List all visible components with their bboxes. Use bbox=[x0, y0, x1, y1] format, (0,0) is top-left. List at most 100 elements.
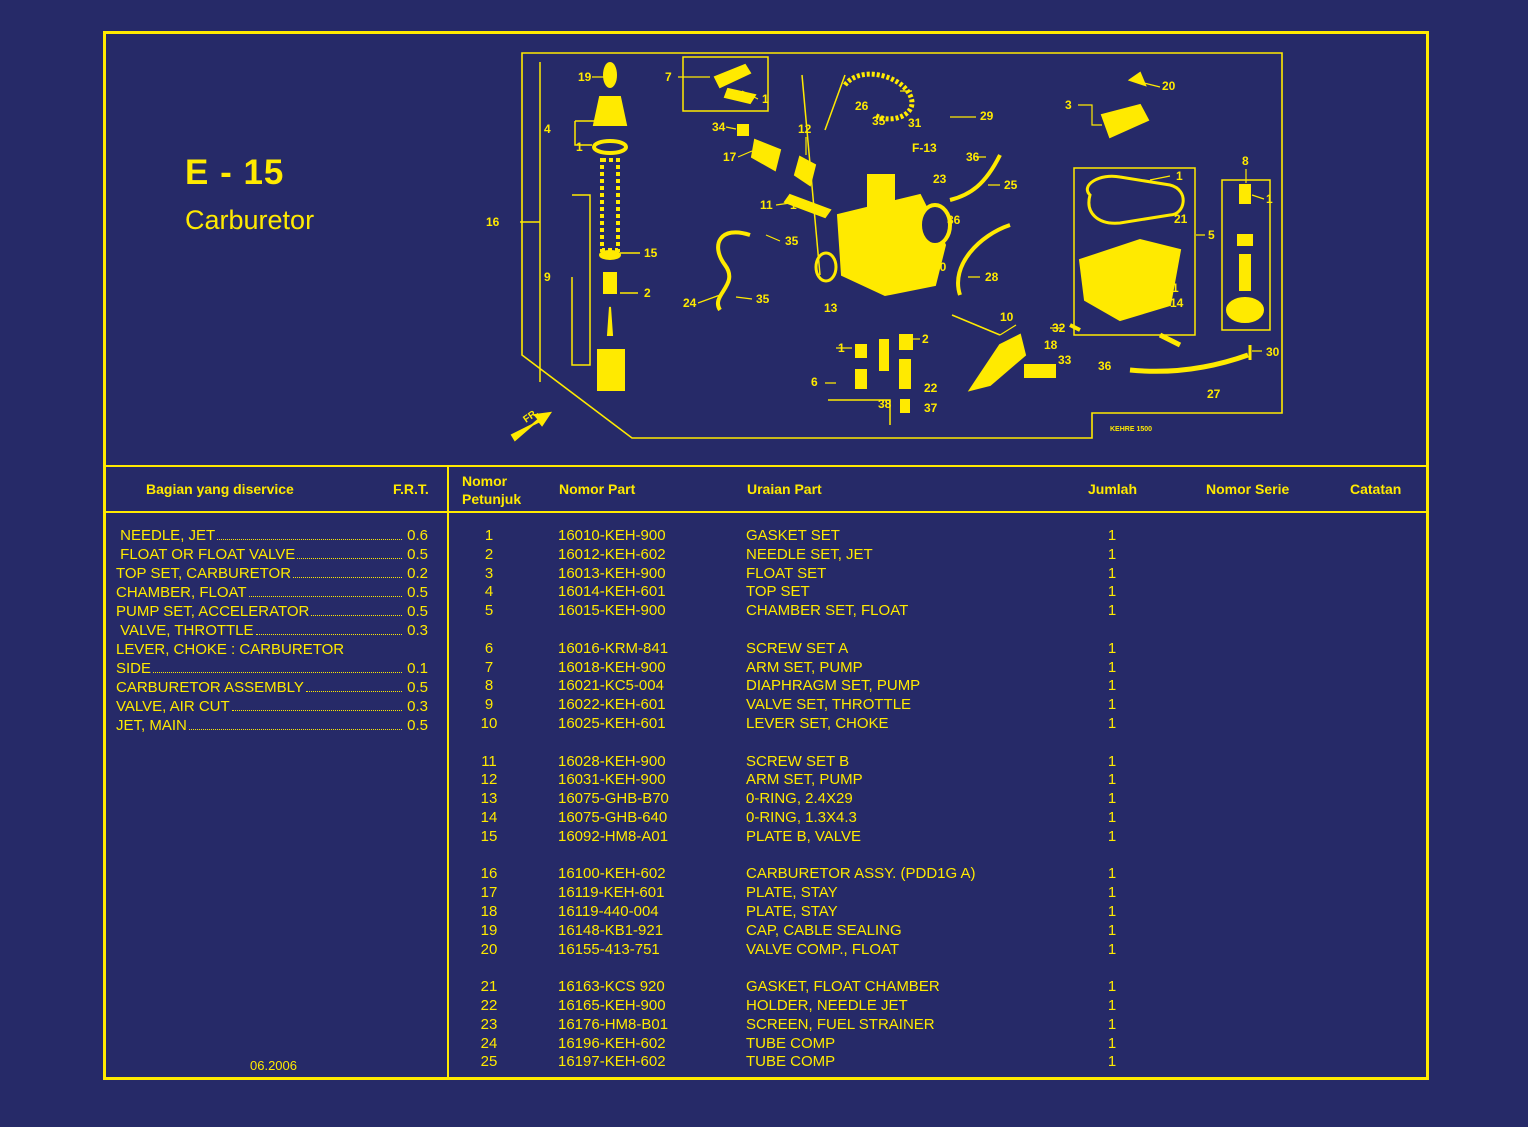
part-quantity: 1 bbox=[1107, 639, 1117, 657]
part-ref-number: 21 bbox=[480, 978, 498, 996]
diagram-label: 22 bbox=[924, 381, 938, 395]
part-description: GASKET SET bbox=[746, 527, 840, 544]
part-ref-number: 16 bbox=[480, 865, 498, 883]
diagram-label: 10 bbox=[1000, 310, 1014, 324]
diagram-label: 30 bbox=[933, 260, 947, 274]
part-ref-number: 11 bbox=[481, 752, 497, 770]
part-description: VALVE COMP., FLOAT bbox=[746, 940, 900, 958]
part-description: PLATE, STAY bbox=[746, 903, 838, 920]
part-quantity: 1 bbox=[1107, 903, 1117, 920]
part-quantity: 1 bbox=[1107, 884, 1117, 902]
part-number: 16165-KEH-900 bbox=[558, 997, 666, 1014]
part-quantity: 1 bbox=[1107, 583, 1117, 601]
diagram-label: 26 bbox=[855, 99, 869, 113]
part-ref-number: 15 bbox=[480, 827, 498, 845]
part-ref-number: 13 bbox=[480, 790, 498, 808]
part-ref-number: 17 bbox=[480, 884, 498, 902]
part-ref-number: 7 bbox=[484, 658, 494, 676]
service-item-name: FLOAT OR FLOAT VALVE bbox=[116, 546, 296, 563]
part-number: 16012-KEH-602 bbox=[558, 545, 666, 563]
diagram-label: 34 bbox=[712, 120, 726, 134]
part-description: SCREW SET B bbox=[746, 752, 850, 770]
part-quantity: 1 bbox=[1107, 1015, 1117, 1033]
diagram-label: 16 bbox=[486, 215, 500, 229]
diagram-label: 21 bbox=[1174, 212, 1188, 226]
part-ref-number: 5 bbox=[484, 602, 494, 620]
diagram-label: 11 bbox=[760, 198, 773, 212]
diagram-label: 23 bbox=[933, 172, 947, 186]
part-number: 16197-KEH-602 bbox=[558, 1053, 666, 1071]
service-item-frt: 0.3 bbox=[407, 698, 428, 715]
part-quantity: 1 bbox=[1107, 1034, 1117, 1052]
part-number: 16022-KEH-601 bbox=[558, 696, 666, 714]
part-quantity: 1 bbox=[1107, 1053, 1117, 1071]
part-number: 16155-413-751 bbox=[558, 940, 660, 958]
part-quantity: 1 bbox=[1107, 997, 1117, 1014]
part-number: 16196-KEH-602 bbox=[558, 1034, 666, 1052]
diagram-label: 28 bbox=[985, 270, 999, 284]
part-number: 16119-440-004 bbox=[558, 903, 659, 920]
part-quantity: 1 bbox=[1107, 715, 1117, 732]
part-ref-number: 9 bbox=[484, 696, 494, 714]
service-item-name: CARBURETOR ASSEMBLY bbox=[116, 679, 304, 696]
diagram-label: 2 bbox=[644, 286, 651, 300]
service-item-frt: 0.5 bbox=[407, 603, 428, 620]
diagram-label: 18 bbox=[1044, 338, 1058, 352]
part-description: CARBURETOR ASSY. (PDD1G A) bbox=[746, 865, 976, 883]
service-item-name: NEEDLE, JET bbox=[116, 527, 216, 544]
part-ref-number: 12 bbox=[480, 771, 498, 789]
part-ref-number: 19 bbox=[480, 921, 498, 939]
page-code: E - 15 bbox=[185, 153, 285, 192]
part-quantity: 1 bbox=[1107, 658, 1117, 676]
catalog-frame bbox=[103, 31, 1429, 1080]
part-ref-number: 6 bbox=[484, 639, 494, 657]
diagram-label: 17 bbox=[723, 150, 737, 164]
part-ref-number: 8 bbox=[484, 677, 494, 695]
part-ref-number: 18 bbox=[480, 903, 498, 920]
part-quantity: 1 bbox=[1107, 696, 1117, 714]
part-number: 16119-KEH-601 bbox=[558, 884, 665, 902]
carburetor-exploded-diagram: 19 7 1 4 1 16 9 15 2 34 17 12 11 1 35 24… bbox=[486, 52, 1283, 442]
part-ref-number: 23 bbox=[480, 1015, 498, 1033]
part-number: 16021-KC5-004 bbox=[558, 677, 664, 695]
diagram-label: 1 bbox=[576, 140, 583, 154]
part-description: HOLDER, NEEDLE JET bbox=[746, 997, 908, 1014]
service-item-frt: 0.1 bbox=[407, 660, 428, 677]
header-notes: Catatan bbox=[1350, 481, 1402, 497]
divider bbox=[103, 465, 1429, 467]
part-description: PLATE B, VALVE bbox=[746, 827, 862, 845]
part-quantity: 1 bbox=[1107, 921, 1117, 939]
diagram-label: 15 bbox=[644, 246, 658, 260]
header-service-section: Bagian yang diservice bbox=[146, 481, 294, 497]
diagram-label: 13 bbox=[824, 301, 838, 315]
service-item-name: TOP SET, CARBURETOR bbox=[116, 565, 292, 582]
page-title: Carburetor bbox=[185, 205, 315, 235]
service-item-frt: 0.6 bbox=[407, 527, 428, 544]
part-ref-number: 2 bbox=[484, 545, 494, 563]
service-item-frt: 0.5 bbox=[407, 679, 428, 696]
part-quantity: 1 bbox=[1107, 827, 1117, 845]
diagram-label: 37 bbox=[924, 401, 938, 415]
service-item-name: VALVE, THROTTLE bbox=[116, 622, 254, 639]
diagram-label: 24 bbox=[683, 296, 697, 310]
header-qty: Jumlah bbox=[1088, 481, 1138, 497]
part-description: TUBE COMP bbox=[746, 1034, 836, 1052]
part-description: GASKET, FLOAT CHAMBER bbox=[746, 978, 940, 996]
diagram-label: 1 bbox=[1172, 281, 1179, 295]
diagram-label: 35 bbox=[872, 114, 886, 128]
service-item-name: CHAMBER, FLOAT bbox=[116, 584, 247, 601]
diagram-label: 25 bbox=[1004, 178, 1018, 192]
part-quantity: 1 bbox=[1107, 752, 1117, 770]
part-number: 16016-KRM-841 bbox=[558, 639, 669, 657]
part-quantity: 1 bbox=[1107, 677, 1117, 695]
part-quantity: 1 bbox=[1107, 809, 1117, 826]
diagram-label: 8 bbox=[1242, 154, 1249, 168]
divider bbox=[447, 465, 449, 1080]
part-ref-number: 3 bbox=[484, 564, 494, 582]
part-number: 16014-KEH-601 bbox=[558, 583, 666, 601]
diagram-label: 19 bbox=[578, 70, 592, 84]
